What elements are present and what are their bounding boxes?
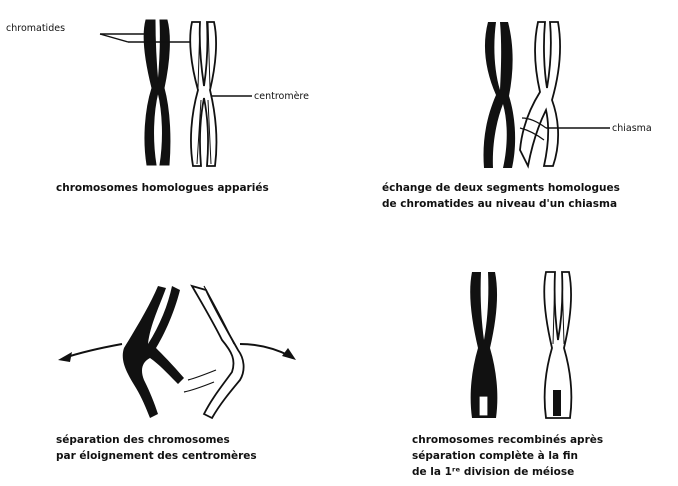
caption-line: échange de deux segments homologues [382, 180, 620, 196]
caption-line: séparation complète à la fin [412, 448, 603, 464]
panel-1-caption: chromosomes homologues appariés [56, 180, 269, 196]
caption-line: de chromatides au niveau d'un chiasma [382, 196, 620, 212]
movement-arrow-right [240, 344, 296, 360]
caption-line: chromosomes homologues appariés [56, 180, 269, 196]
panel-chiasma-exchange [484, 22, 611, 168]
caption-line: par éloignement des centromères [56, 448, 257, 464]
panel-separation [58, 286, 296, 418]
movement-arrow-left [58, 344, 122, 362]
panel-4-caption: chromosomes recombinés après séparation … [412, 432, 603, 480]
light-chromosome-separating [184, 286, 244, 418]
panel-3-caption: séparation des chromosomes par éloigneme… [56, 432, 257, 464]
dark-chromosome-separating [123, 286, 184, 418]
dark-chromosome-crossed [484, 22, 516, 168]
chiasma-label: chiasma [612, 121, 652, 136]
panel-recombined [470, 272, 571, 418]
panel-paired-homologues [100, 20, 252, 166]
light-chromosome-crossed [520, 22, 560, 166]
panel-2-caption: échange de deux segments homologues de c… [382, 180, 620, 212]
chromatides-label: chromatides [6, 21, 65, 36]
light-chromosome [190, 22, 216, 166]
caption-line: séparation des chromosomes [56, 432, 257, 448]
centromere-label: centromère [254, 89, 309, 104]
recombined-light-chromosome [544, 272, 571, 418]
caption-line: chromosomes recombinés après [412, 432, 603, 448]
caption-line: de la 1ʳᵉ division de méiose [412, 464, 603, 480]
recombined-dark-chromosome [470, 272, 497, 418]
